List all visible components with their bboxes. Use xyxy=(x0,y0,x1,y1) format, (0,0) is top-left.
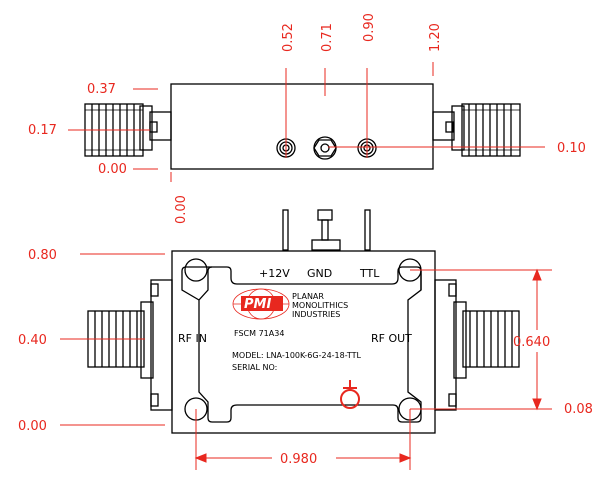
logo-mark: PMI xyxy=(244,297,271,312)
fscm-label: FSCM 71A34 xyxy=(234,329,284,338)
rf-in-label: RF IN xyxy=(178,332,207,345)
side-pins xyxy=(276,136,377,160)
logo-line-3: INDUSTRIES xyxy=(292,310,340,319)
dim-052-label: 0.52 xyxy=(281,23,296,52)
dim-071-label: 0.71 xyxy=(320,23,335,52)
dim-120-label: 1.20 xyxy=(428,23,443,52)
dim-090-label: 0.90 xyxy=(362,13,377,42)
side-body xyxy=(170,83,434,170)
logo-line-2: MONOLITHICS xyxy=(292,301,348,310)
logo-line-1: PLANAR xyxy=(292,292,324,301)
dim-010-label: 0.10 xyxy=(557,141,586,156)
side-dimension-lines xyxy=(68,62,545,182)
dim-000-side-label: 0.00 xyxy=(98,162,127,177)
dim-000-vertical-label: 0.00 xyxy=(174,195,189,224)
dim-0980-label: 0.980 xyxy=(280,452,317,467)
pin-gnd-label: GND xyxy=(307,267,332,280)
rf-out-label: RF OUT xyxy=(371,332,412,345)
front-pins xyxy=(282,209,371,251)
serial-label: SERIAL NO: xyxy=(232,363,277,372)
front-view xyxy=(87,209,520,434)
pin-ttl-label: TTL xyxy=(359,267,380,280)
pin-12v-label: +12V xyxy=(259,267,290,280)
dim-000-front-label: 0.00 xyxy=(18,419,47,434)
pmi-logo: PMI PLANAR MONOLITHICS INDUSTRIES xyxy=(232,288,348,320)
mount-hole-top-left xyxy=(184,258,208,282)
model-label: MODEL: LNA-100K-6G-24-18-TTL xyxy=(232,351,362,360)
dim-040-label: 0.40 xyxy=(18,333,47,348)
front-dimension-lines xyxy=(60,253,552,470)
side-right-connector xyxy=(432,103,521,157)
dim-037-label: 0.37 xyxy=(87,82,116,97)
front-inner-outline xyxy=(198,266,422,423)
ground-symbol xyxy=(340,380,360,409)
side-view xyxy=(84,83,521,170)
dim-017-label: 0.17 xyxy=(28,123,57,138)
dim-008-label: 0.08 xyxy=(564,402,593,417)
front-left-connector xyxy=(87,279,173,411)
dim-0640-label: 0.640 xyxy=(513,335,550,350)
front-right-connector xyxy=(434,279,520,411)
dim-080-label: 0.80 xyxy=(28,248,57,263)
